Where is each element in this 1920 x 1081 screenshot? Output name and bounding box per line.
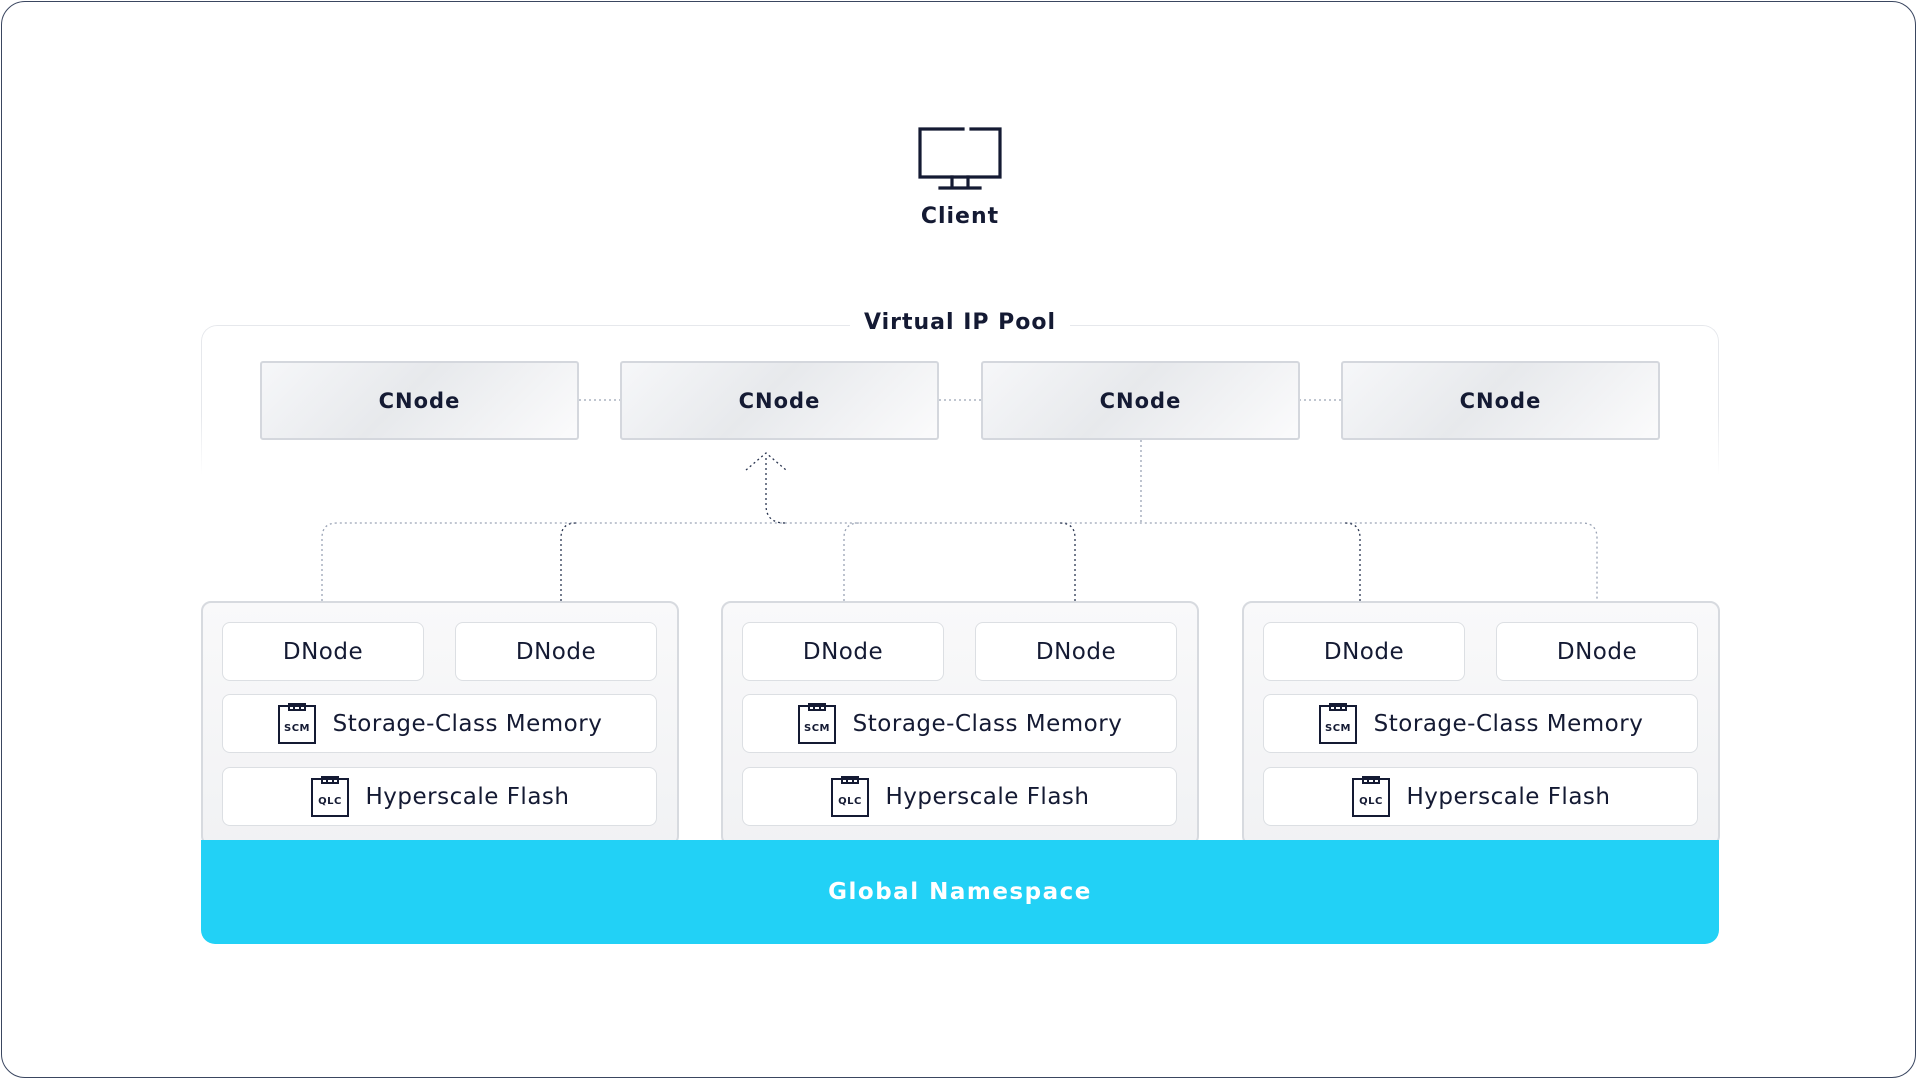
dnode: DNode xyxy=(455,622,657,681)
cnode: CNode xyxy=(1341,361,1660,440)
hyperscale-flash: QLC Hyperscale Flash xyxy=(222,767,657,826)
dnode: DNode xyxy=(222,622,424,681)
dnode: DNode xyxy=(1496,622,1698,681)
cnode: CNode xyxy=(981,361,1300,440)
dnode: DNode xyxy=(742,622,944,681)
dnode-bus xyxy=(321,522,1598,601)
svg-text:QLC: QLC xyxy=(838,796,862,807)
hyperscale-flash: QLC Hyperscale Flash xyxy=(742,767,1177,826)
arrow-head xyxy=(745,452,787,471)
client-label: Client xyxy=(920,204,1000,229)
flash-label: Hyperscale Flash xyxy=(885,783,1090,810)
svg-text:SCM: SCM xyxy=(284,723,310,734)
global-namespace: Global Namespace xyxy=(201,840,1719,944)
monitor-icon xyxy=(918,127,1002,190)
qlc-chip-icon: QLC xyxy=(830,775,869,817)
scm-chip-icon: SCM xyxy=(1318,702,1357,744)
storage-class-memory: SCM Storage-Class Memory xyxy=(222,694,657,753)
scm-chip-icon: SCM xyxy=(277,702,316,744)
qlc-chip-icon: QLC xyxy=(1351,775,1390,817)
svg-text:SCM: SCM xyxy=(1325,723,1351,734)
dnode: DNode xyxy=(1263,622,1465,681)
scm-label: Storage-Class Memory xyxy=(852,710,1123,737)
svg-text:QLC: QLC xyxy=(318,796,342,807)
scm-label: Storage-Class Memory xyxy=(1373,710,1644,737)
cnode: CNode xyxy=(260,361,579,440)
flash-label: Hyperscale Flash xyxy=(1406,783,1611,810)
scm-label: Storage-Class Memory xyxy=(332,710,603,737)
storage-class-memory: SCM Storage-Class Memory xyxy=(1263,694,1698,753)
storage-class-memory: SCM Storage-Class Memory xyxy=(742,694,1177,753)
svg-text:SCM: SCM xyxy=(804,723,830,734)
qlc-chip-icon: QLC xyxy=(310,775,349,817)
flash-label: Hyperscale Flash xyxy=(365,783,570,810)
svg-text:QLC: QLC xyxy=(1359,796,1383,807)
cnode: CNode xyxy=(620,361,939,440)
hyperscale-flash: QLC Hyperscale Flash xyxy=(1263,767,1698,826)
arrow-line xyxy=(765,455,786,524)
scm-chip-icon: SCM xyxy=(797,702,836,744)
dnode: DNode xyxy=(975,622,1177,681)
virtual-ip-pool-label: Virtual IP Pool xyxy=(850,310,1070,335)
